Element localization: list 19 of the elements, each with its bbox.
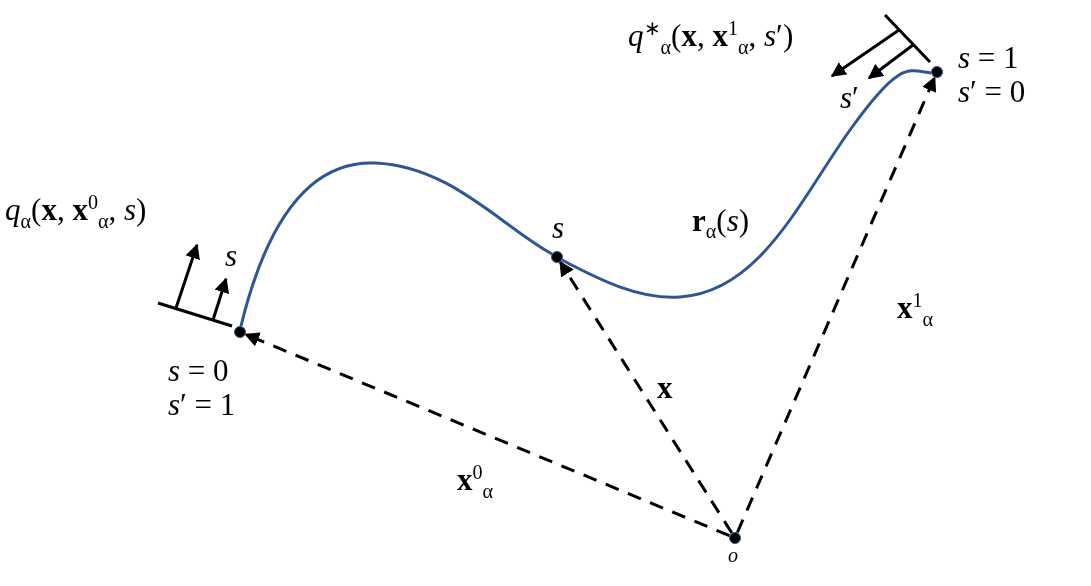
- point-label: s′ = 1: [168, 389, 236, 422]
- point-label: s = 1: [958, 42, 1019, 75]
- dashed-arrow: [736, 76, 937, 534]
- curve-line: [561, 69, 932, 299]
- point-dot: [729, 532, 741, 544]
- curve-line: [239, 161, 553, 327]
- point-dot: [931, 66, 943, 78]
- dashed-arrow: [558, 260, 734, 534]
- point-label: s = 0: [168, 355, 229, 388]
- point-label: s′ = 0: [958, 76, 1026, 109]
- point-label: o: [728, 545, 738, 566]
- math-label: s: [225, 240, 238, 273]
- point-label: s: [552, 212, 565, 245]
- point-dot: [551, 251, 563, 263]
- math-label: q$_{α}$(x, x$^{0}$$_{α}$, s): [5, 192, 147, 232]
- math-label: s′: [840, 82, 859, 115]
- dashed-arrow: [244, 332, 731, 538]
- math-label: q$^{∗}$$_{α}$(x, x$^{1}$$_{α}$, s′): [628, 18, 794, 58]
- point-dot: [234, 326, 246, 338]
